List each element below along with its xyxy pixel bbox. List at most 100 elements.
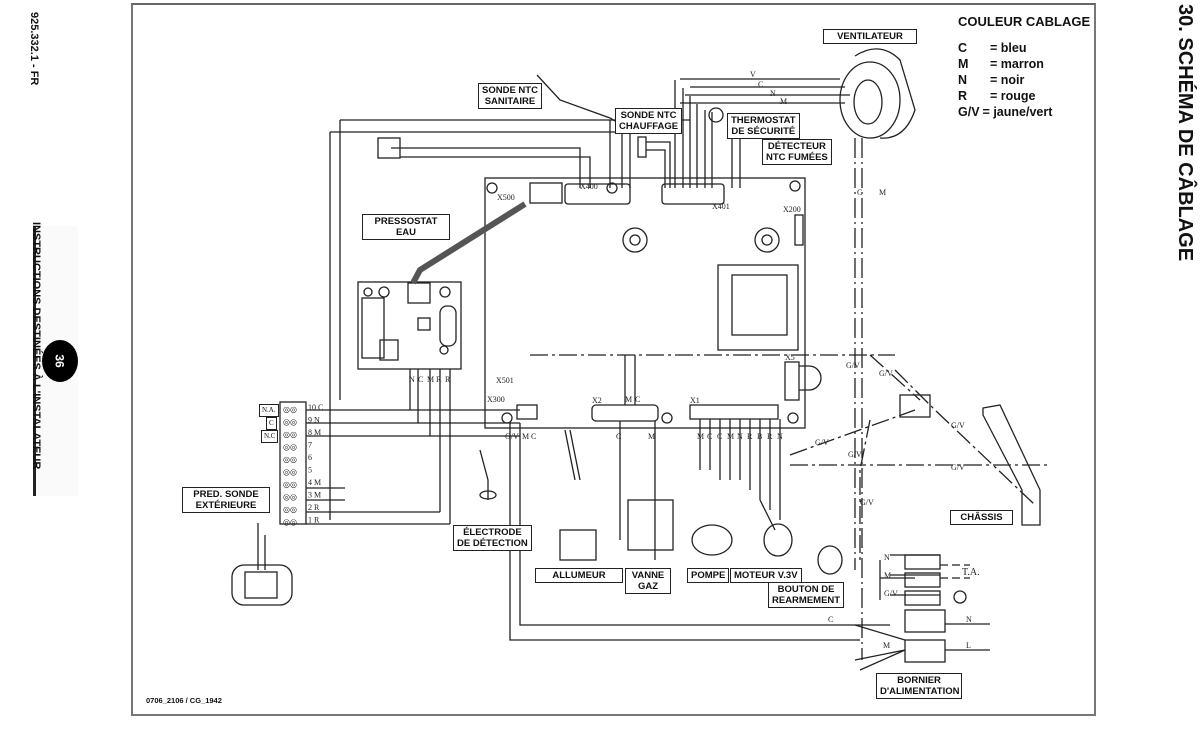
legend-item: R = rouge [958, 88, 1090, 104]
chassis-bar [982, 404, 1041, 526]
fan-body [839, 61, 901, 139]
x400-label: X400 [580, 182, 598, 191]
connector-x2 [591, 404, 659, 422]
supply-bornier [904, 554, 967, 663]
label-allumeur: ALLUMEUR [535, 568, 623, 583]
terminal-pin-label: 1 R [308, 516, 320, 525]
supply-out-l: L [966, 641, 971, 650]
x501-label: X501 [496, 376, 514, 385]
x2-label: X2 [592, 396, 602, 405]
label-line: BORNIER [897, 675, 941, 686]
fan-wire-m: M [780, 97, 787, 106]
supply-out-n: N [966, 615, 972, 624]
terminal-screw: ◎◎ [283, 430, 297, 439]
label-line: VANNE [631, 570, 665, 581]
label-line: REARMEMENT [772, 595, 841, 606]
fan-down-m: M [879, 188, 886, 197]
label-line: PRED. SONDE [193, 489, 259, 500]
x300-wire-label: G/V [505, 432, 519, 441]
legend-meaning: = marron [990, 57, 1044, 71]
legend-meaning: = jaune/vert [982, 105, 1053, 119]
x5-label: X5 [785, 353, 795, 362]
remote-display [231, 564, 293, 606]
vanne-gaz-body [627, 499, 674, 551]
wire-labels: V C N M C M G/V G/V G/V G/V G/V G/V G/V … [487, 70, 980, 650]
earth-bracket [899, 394, 931, 418]
bouton-body [817, 545, 843, 575]
label-line: D'ALIMENTATION [880, 686, 960, 697]
label-line: SANITAIRE [484, 96, 536, 107]
x1-label: X1 [690, 396, 700, 405]
label-line: GAZ [637, 581, 659, 592]
tag-c: C [266, 417, 277, 430]
legend-meaning: = noir [990, 73, 1025, 87]
x2-wire-label: M [648, 432, 655, 441]
label-line: SONDE NTC [482, 85, 538, 96]
label-line: SONDE NTC [620, 110, 677, 121]
display-wire-label: C [418, 375, 423, 384]
terminal-pin-label: 7 [308, 441, 312, 450]
terminal-pin-label: 6 [308, 453, 312, 462]
x1-wire-label: M [697, 432, 704, 441]
moteur-body [763, 523, 793, 557]
earth-label-3: G/V [815, 438, 829, 447]
label-line: CHAUFFAGE [619, 121, 679, 132]
x500-label: X500 [497, 193, 515, 202]
x300-wire-label: C [531, 432, 536, 441]
pressostat [377, 137, 401, 159]
connector-x400 [564, 183, 631, 205]
earth-label-7: G/V [860, 498, 874, 507]
terminal-pin-labels: ◎◎10 C◎◎9 N◎◎8 M◎◎7 ◎◎6 ◎◎5 ◎◎4 M◎◎3 M◎◎… [283, 403, 323, 527]
legend-item: M= marron [958, 56, 1090, 72]
label-line: THERMOSTAT [731, 115, 796, 126]
legend-code: R [958, 89, 968, 103]
document-reference: 925.332.1 - FR [28, 12, 40, 86]
label-line: EXTÉRIEURE [195, 500, 257, 511]
legend-meaning: = rouge [990, 89, 1036, 103]
x2-wire-label: C [616, 432, 621, 441]
x300-label: X300 [487, 395, 505, 404]
x1-wire-label: N [737, 432, 743, 441]
pompe-body [691, 524, 733, 556]
connector-x1 [689, 404, 779, 420]
allumeur-body [559, 529, 597, 561]
terminal-pin-label: 2 R [308, 503, 320, 512]
terminal-screw: ◎◎ [283, 455, 297, 464]
label-line: PRESSOSTAT [374, 216, 438, 227]
supply-n: N [884, 553, 890, 562]
supply-in-c: C [828, 615, 833, 624]
terminal-screw: ◎◎ [283, 468, 297, 477]
supply-m: M [884, 571, 891, 580]
tag-na: N.A. [259, 404, 279, 417]
label-moteur-v3v: MOTEUR V.3V [730, 568, 802, 583]
legend-item: G/V= jaune/vert [958, 104, 1090, 120]
label-line: BOUTON DE [777, 584, 835, 595]
side-bar [33, 226, 36, 496]
supply-ta: T.A. [962, 567, 980, 578]
legend-title: COULEUR CABLAGE [958, 14, 1091, 29]
drawing-reference: 0706_2106 / CG_1942 [146, 696, 222, 705]
x1-wire-label: B [757, 432, 762, 441]
terminal-screw: ◎◎ [283, 480, 297, 489]
page-number: 36 [52, 354, 67, 368]
tag-nc: N.C [261, 430, 279, 443]
terminal-pin-label: 3 M [308, 491, 321, 500]
legend-item: N= noir [958, 72, 1090, 88]
terminal-screw: ◎◎ [283, 405, 297, 414]
label-line: EAU [395, 227, 417, 238]
label-pompe: POMPE [687, 568, 730, 583]
label-line: DÉTECTEUR [767, 141, 826, 152]
display-wire-label: M [427, 375, 434, 384]
terminal-screw: ◎◎ [283, 443, 297, 452]
terminal-screw: ◎◎ [283, 493, 297, 502]
terminal-screw: ◎◎ [283, 505, 297, 514]
terminal-screw: ◎◎ [283, 418, 297, 427]
x1-wire-label: R [767, 432, 773, 441]
side-title: INSTRUCTIONS DESTINÉES À L'INSTALATEUR [30, 222, 42, 470]
supply-in-m: M [883, 641, 890, 650]
